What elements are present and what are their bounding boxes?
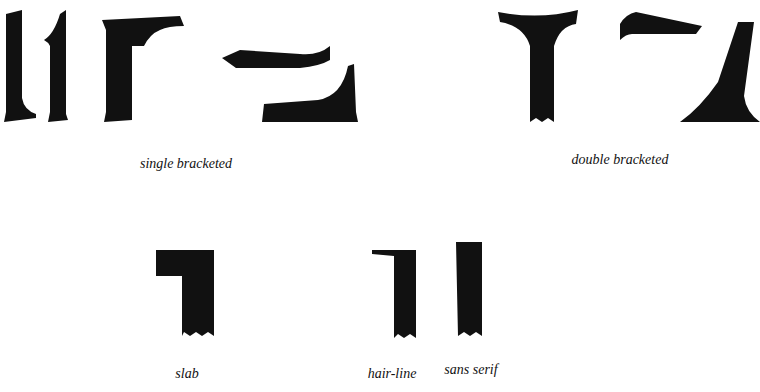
slab-serif xyxy=(156,250,214,336)
caption-label: hair-line xyxy=(368,366,417,382)
caption-label: slab xyxy=(175,366,198,382)
double-bracketed-stem xyxy=(498,10,578,122)
bracketed-horizontal xyxy=(222,46,330,68)
bracketed-stem xyxy=(4,10,36,122)
double-bracketed-diagonal xyxy=(620,12,760,122)
bracketed-stem xyxy=(44,10,68,122)
bracketed-t-serif xyxy=(102,16,184,122)
caption-label: sans serif xyxy=(444,362,497,378)
caption-label: single bracketed xyxy=(140,156,232,172)
hair-line-serif xyxy=(372,250,416,338)
caption-label: double bracketed xyxy=(572,152,669,168)
sans-serif-stem xyxy=(456,242,482,336)
bracketed-base xyxy=(262,64,358,122)
